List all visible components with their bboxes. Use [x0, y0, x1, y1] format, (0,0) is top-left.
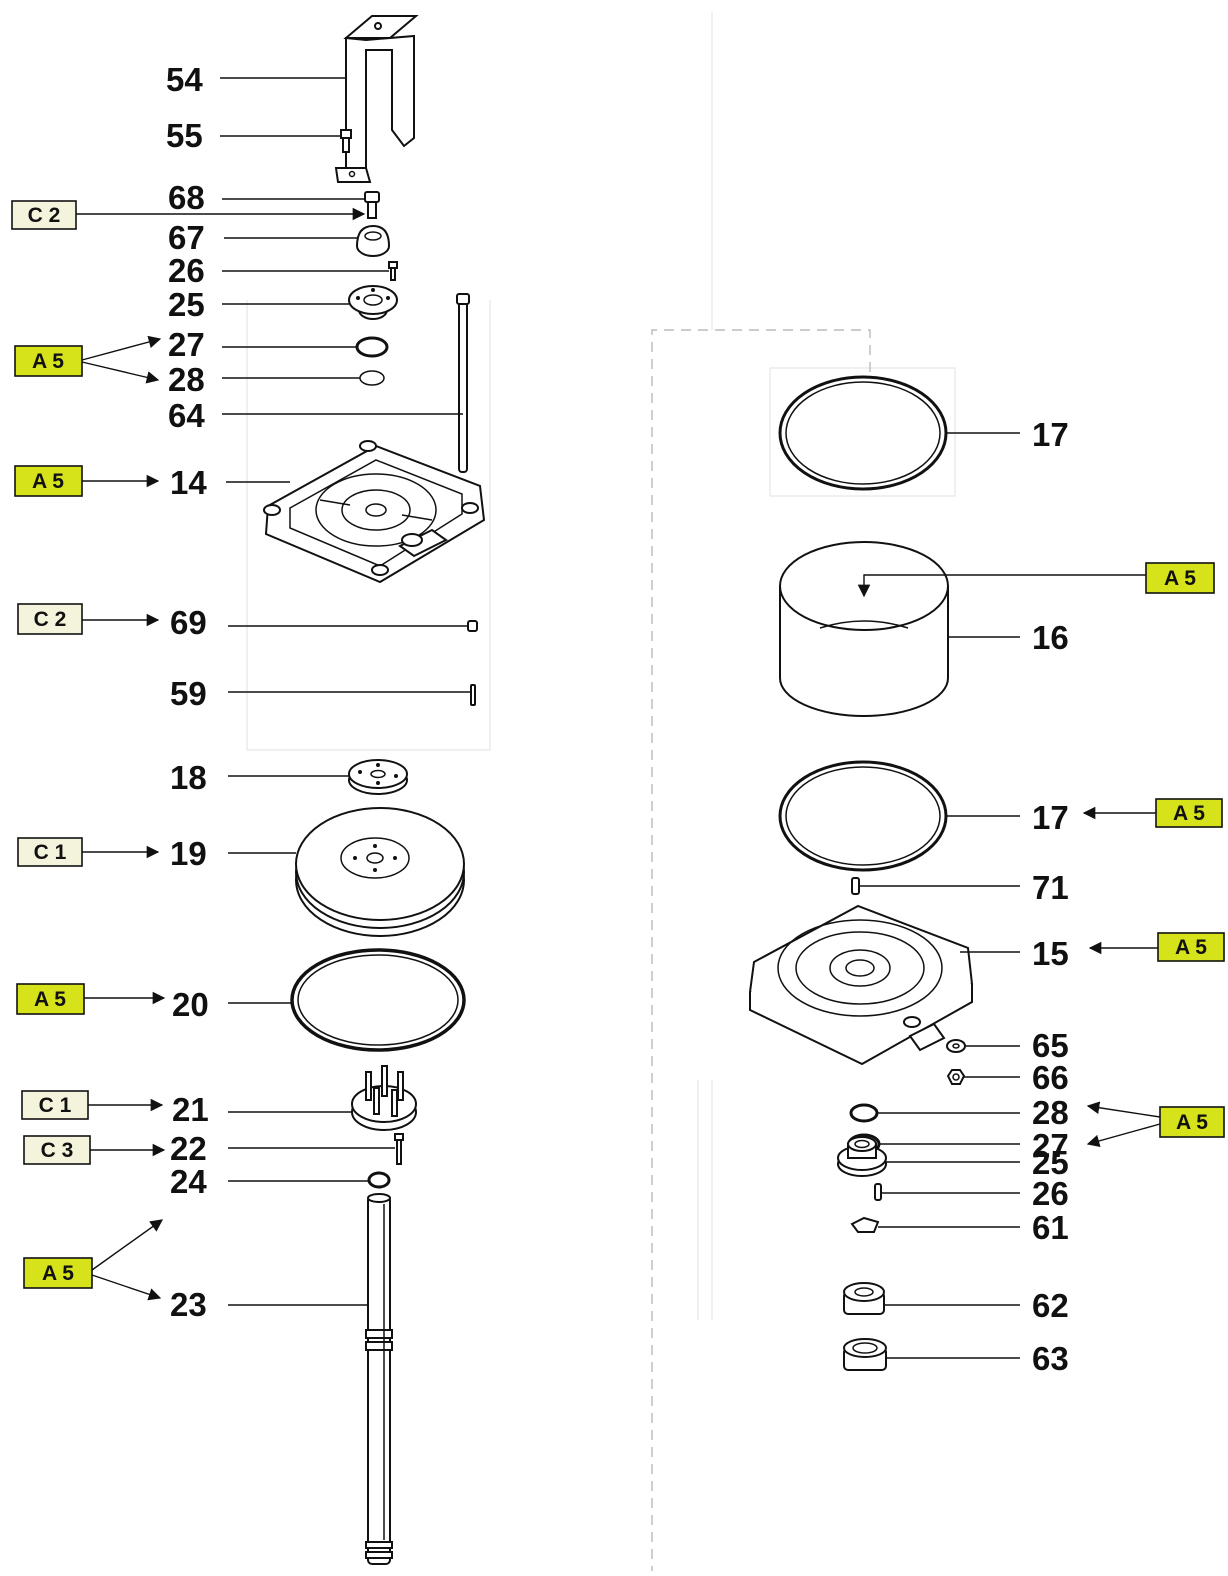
part-28-ring-bottom — [849, 1103, 879, 1123]
part-number-28: 28 — [168, 361, 205, 398]
part-67-dome — [356, 224, 390, 257]
part-number-26: 26 — [168, 252, 205, 289]
tag-a5-28-27: A 5 — [1159, 1106, 1225, 1138]
tag-a5-14: A 5 — [14, 465, 83, 497]
tag-a5-15: A 5 — [1157, 932, 1225, 962]
part-66-nut — [946, 1069, 966, 1085]
part-number-24: 24 — [170, 1163, 207, 1200]
part-28-ring-top — [359, 370, 385, 386]
svg-text:A 5: A 5 — [32, 350, 64, 373]
part-19-diaphragm — [295, 807, 465, 937]
tag-c2-69: C 2 — [17, 603, 83, 635]
svg-text:C 2: C 2 — [28, 204, 61, 227]
part-number-71: 71 — [1032, 869, 1069, 906]
part-26-screw-top — [388, 261, 398, 281]
part-number-14: 14 — [170, 464, 207, 501]
part-number-18: 18 — [170, 759, 207, 796]
part-number-27-right: 27 — [1032, 1127, 1069, 1164]
tag-a5-20: A 5 — [16, 983, 85, 1015]
part-number-64: 64 — [168, 397, 205, 434]
part-54-bracket — [334, 15, 419, 183]
part-number-69: 69 — [170, 604, 207, 641]
part-59-pin — [470, 684, 476, 706]
part-17-ring-top — [778, 375, 948, 491]
part-15-lower-housing — [748, 904, 974, 1066]
assembly-dashed-path — [651, 329, 871, 1571]
part-16-cylinder — [779, 541, 949, 717]
part-20-oring — [290, 948, 466, 1052]
part-69-plug — [467, 620, 478, 632]
part-number-62: 62 — [1032, 1287, 1069, 1324]
part-68-bolt — [364, 191, 380, 219]
svg-text:A 5: A 5 — [34, 988, 66, 1011]
svg-text:A 5: A 5 — [1164, 567, 1196, 590]
part-number-67: 67 — [168, 219, 205, 256]
svg-text:C 2: C 2 — [34, 608, 67, 631]
part-number-54: 54 — [166, 61, 203, 98]
construction-lines — [246, 12, 956, 1320]
part-number-23: 23 — [170, 1286, 207, 1323]
part-number-15: 15 — [1032, 935, 1069, 972]
part-24-ring — [367, 1171, 391, 1189]
part-65-washer — [946, 1039, 966, 1053]
part-number-20: 20 — [172, 986, 209, 1023]
part-number-21: 21 — [172, 1091, 209, 1128]
part-22-bolt — [394, 1133, 404, 1165]
part-number-16: 16 — [1032, 619, 1069, 656]
tag-a5-16: A 5 — [1145, 562, 1215, 594]
part-number-65: 65 — [1032, 1027, 1069, 1064]
part-number-25-right: 25 — [1032, 1144, 1069, 1181]
tag-a5-27-28: A 5 — [14, 345, 83, 377]
svg-text:A 5: A 5 — [32, 470, 64, 493]
part-number-27: 27 — [168, 326, 205, 363]
part-number-17-top: 17 — [1032, 416, 1069, 453]
part-14-top-plate — [263, 440, 486, 584]
part-26-screw-bottom — [874, 1183, 882, 1201]
part-number-63: 63 — [1032, 1340, 1069, 1377]
part-61-pentagon — [850, 1216, 880, 1233]
part-18-disc — [348, 759, 408, 795]
tag-c2-68: C 2 — [11, 200, 77, 230]
part-number-66: 66 — [1032, 1059, 1069, 1096]
leader-lines — [220, 77, 1020, 1359]
svg-text:C 1: C 1 — [39, 1094, 72, 1117]
tag-a5-17: A 5 — [1155, 798, 1223, 828]
tag-a5-24-23: A 5 — [23, 1257, 93, 1289]
part-23-shaft — [365, 1193, 393, 1565]
part-number-25: 25 — [168, 286, 205, 323]
part-number-61: 61 — [1032, 1209, 1069, 1246]
part-25-flange-top — [348, 285, 398, 320]
part-63-collar — [843, 1338, 887, 1371]
tag-c1-21: C 1 — [21, 1090, 89, 1120]
part-number-22: 22 — [170, 1130, 207, 1167]
part-number-26-right: 26 — [1032, 1175, 1069, 1212]
svg-text:C 1: C 1 — [34, 841, 67, 864]
part-number-19: 19 — [170, 835, 207, 872]
part-17-ring-bottom — [778, 760, 948, 872]
part-62-nut — [843, 1282, 885, 1315]
part-27-oring-top — [355, 336, 389, 358]
tag-c1-19: C 1 — [17, 837, 83, 867]
part-number-17-bottom: 17 — [1032, 799, 1069, 836]
svg-text:A 5: A 5 — [1173, 802, 1205, 825]
part-number-55: 55 — [166, 117, 203, 154]
svg-text:C 3: C 3 — [41, 1139, 74, 1162]
tag-boxes: C 2 A 5 A 5 C 2 C 1 A 5 C 1 — [11, 200, 1225, 1289]
part-21-hub — [351, 1065, 417, 1131]
svg-text:A 5: A 5 — [42, 1262, 74, 1285]
part-55-screw — [340, 129, 352, 153]
svg-text:A 5: A 5 — [1176, 1111, 1208, 1134]
part-number-59: 59 — [170, 675, 207, 712]
svg-text:A 5: A 5 — [1175, 936, 1207, 959]
part-25-flange-bottom — [837, 1136, 887, 1177]
tag-arrows — [76, 207, 1161, 1301]
part-number-28-right: 28 — [1032, 1094, 1069, 1131]
part-64-rod — [456, 293, 470, 473]
tag-c3-22: C 3 — [23, 1135, 91, 1165]
part-71-fitting — [851, 877, 860, 895]
part-numbers: 54 55 68 67 26 25 27 28 64 14 69 59 18 1… — [166, 61, 1069, 1377]
part-number-68: 68 — [168, 179, 205, 216]
